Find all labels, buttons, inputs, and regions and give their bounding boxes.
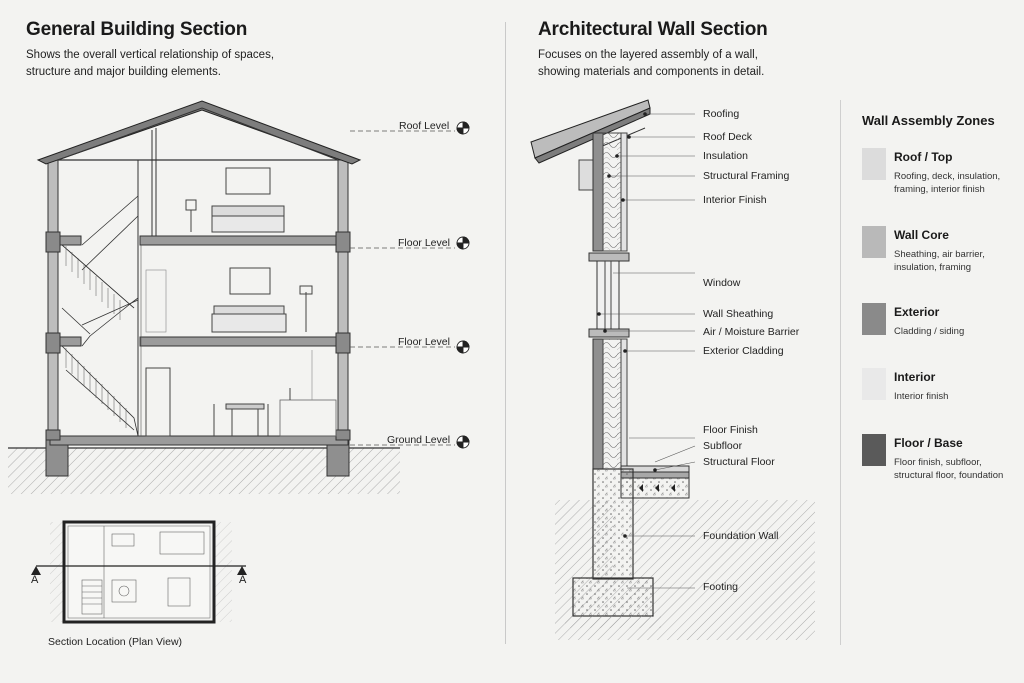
- callout-roof-deck: Roof Deck: [703, 131, 753, 143]
- left-title: General Building Section: [26, 19, 248, 40]
- legend-swatch: [862, 303, 886, 335]
- callout-roofing: Roofing: [703, 108, 740, 120]
- legend-swatch: [862, 368, 886, 400]
- callout-subfloor: Subfloor: [703, 440, 743, 452]
- callout-footing: Footing: [703, 581, 739, 593]
- legend-divider: [840, 100, 841, 645]
- level-label-floor-upper: Floor Level: [398, 237, 450, 249]
- legend-swatch: [862, 148, 886, 180]
- callout-wall-sheathing: Wall Sheathing: [703, 308, 774, 320]
- left-description: Shows the overall vertical relationship …: [26, 49, 275, 78]
- callout-exterior-cladding: Exterior Cladding: [703, 345, 784, 357]
- level-label-roof: Roof Level: [399, 120, 450, 132]
- legend-title: Wall Assembly Zones: [862, 113, 995, 128]
- callout-insulation: Insulation: [703, 150, 748, 162]
- callout-floor-finish: Floor Finish: [703, 424, 758, 436]
- level-marker-icon: [456, 121, 470, 449]
- right-description: Focuses on the layered assembly of a wal…: [538, 49, 765, 78]
- section-marker-left: A: [31, 574, 39, 586]
- plan-caption: Section Location (Plan View): [48, 636, 183, 648]
- level-label-floor-lower: Floor Level: [398, 336, 450, 348]
- legend-swatch: [862, 226, 886, 258]
- callout-window: Window: [703, 277, 741, 289]
- callout-structural-framing: Structural Framing: [703, 170, 790, 182]
- center-divider: [505, 22, 506, 644]
- level-label-ground: Ground Level: [387, 434, 451, 446]
- right-title: Architectural Wall Section: [538, 19, 768, 40]
- callout-interior-finish: Interior Finish: [703, 194, 767, 206]
- callout-air-moisture-barrier: Air / Moisture Barrier: [703, 326, 800, 338]
- legend-swatch: [862, 434, 886, 466]
- building-section-drawing: [8, 100, 470, 624]
- callout-foundation-wall: Foundation Wall: [703, 530, 779, 542]
- wall-section-drawing: [530, 99, 815, 640]
- callout-structural-floor: Structural Floor: [703, 456, 775, 468]
- section-marker-right: A: [239, 574, 247, 586]
